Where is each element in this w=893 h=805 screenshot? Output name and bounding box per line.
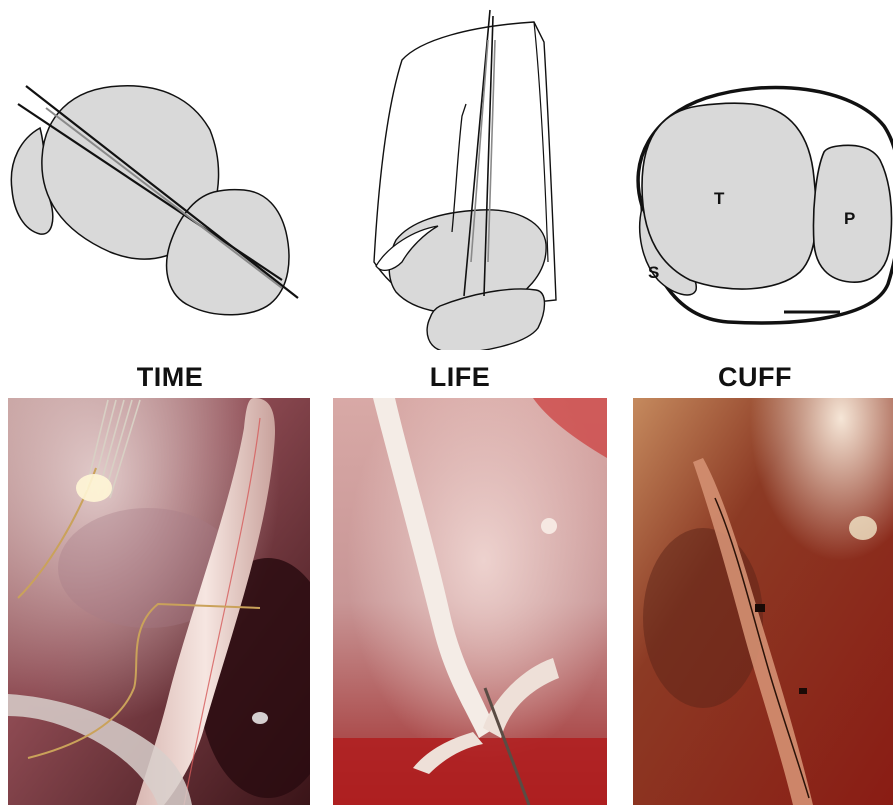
life-diagram xyxy=(330,0,590,350)
panel-label-life: LIFE xyxy=(340,362,580,393)
label-s: S xyxy=(648,263,659,282)
panel-label-time: TIME xyxy=(60,362,280,393)
time-diagram xyxy=(0,0,310,340)
label-t: T xyxy=(714,189,725,208)
time-photo xyxy=(8,398,310,805)
fascicle-t xyxy=(642,103,816,289)
cuff-diagram: T P S xyxy=(618,0,893,340)
life-photo xyxy=(333,398,607,805)
cuff-photo xyxy=(633,398,893,805)
label-p: P xyxy=(844,209,855,228)
panel-label-cuff: CUFF xyxy=(625,362,885,393)
